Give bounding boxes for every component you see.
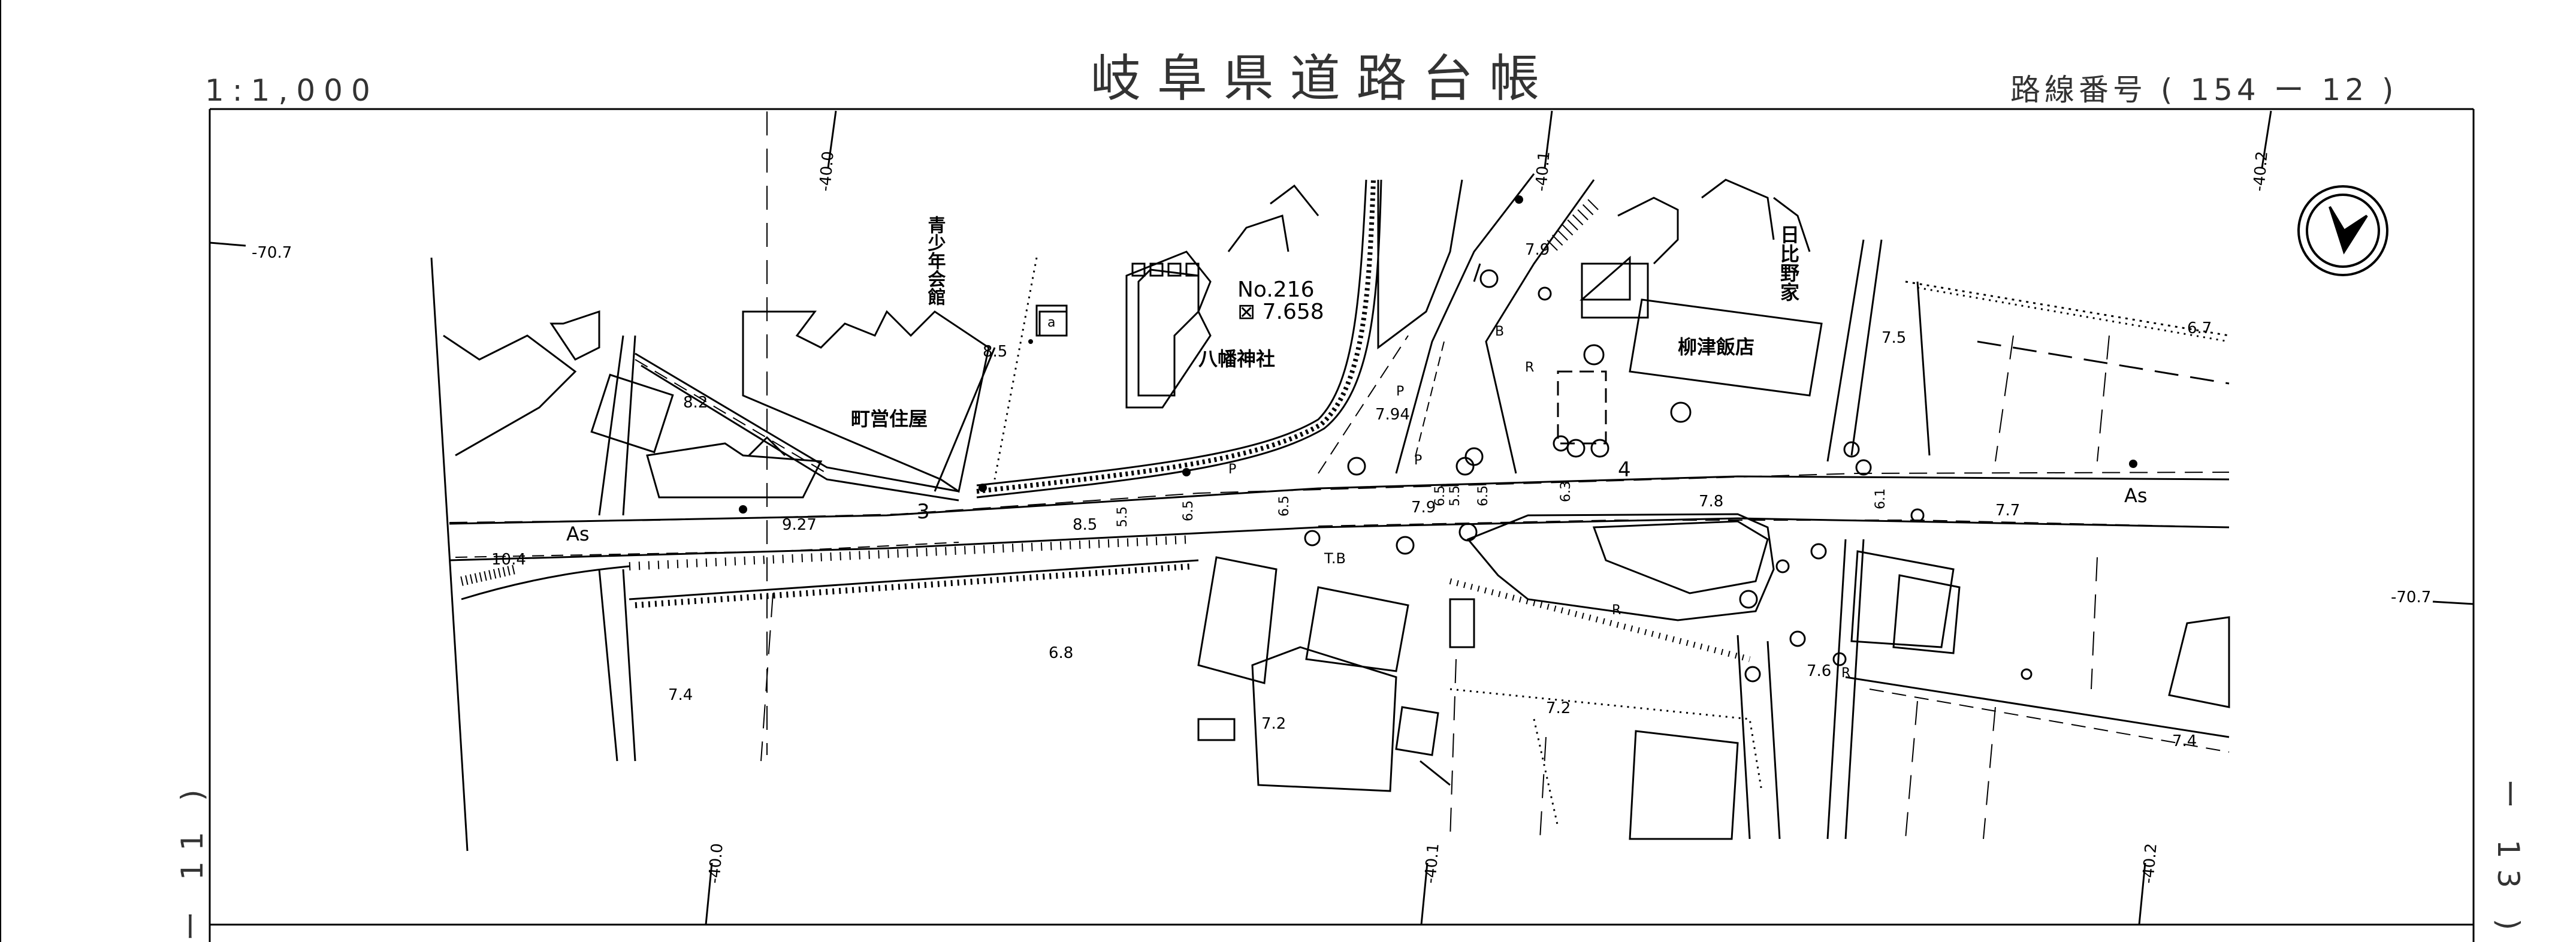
svg-text:7.7: 7.7 bbox=[1995, 502, 2020, 520]
svg-text:10.4: 10.4 bbox=[491, 551, 526, 569]
svg-text:7.6: 7.6 bbox=[1807, 662, 1831, 680]
right-roads bbox=[1737, 239, 2230, 840]
map-glyphs: a bbox=[1035, 263, 1692, 423]
north-road bbox=[1318, 173, 1595, 474]
adjacent-sheet-left: ー 11 ) bbox=[175, 779, 210, 941]
left-roads bbox=[430, 257, 1199, 852]
embankment bbox=[976, 179, 1382, 499]
symbol-labels: P P P R R R B bbox=[1228, 324, 1850, 681]
benchmark-elevation: ⊠ 7.658 bbox=[1237, 300, 1324, 324]
svg-text:7.94: 7.94 bbox=[1375, 406, 1410, 424]
svg-text:7.2: 7.2 bbox=[1546, 699, 1571, 717]
svg-text:R: R bbox=[1525, 360, 1534, 375]
route-number: 路線番号 ( 154 ー 12 ) bbox=[2010, 73, 2398, 107]
slope-hatching bbox=[460, 198, 1751, 662]
elevation-labels: 10.4 9.27 8.5 8.2 8.5 7.94 7.9 7.9 7.8 7… bbox=[491, 241, 2212, 750]
grid-ticks bbox=[209, 110, 2474, 925]
svg-text:7.4: 7.4 bbox=[668, 686, 693, 704]
svg-text:6.5: 6.5 bbox=[1433, 485, 1448, 506]
grid-label-top-1: -40.0 bbox=[816, 150, 838, 192]
dotted-boundaries bbox=[993, 257, 2230, 828]
svg-text:B: B bbox=[1495, 324, 1504, 339]
svg-text:8.5: 8.5 bbox=[983, 343, 1007, 361]
svg-text:7.5: 7.5 bbox=[1882, 329, 1906, 347]
svg-text:6.5: 6.5 bbox=[1277, 496, 1292, 517]
svg-text:R: R bbox=[1612, 603, 1621, 618]
svg-text:6.7: 6.7 bbox=[2187, 319, 2212, 337]
svg-text:7.8: 7.8 bbox=[1699, 493, 1723, 511]
station-4: 4 bbox=[1618, 458, 1631, 482]
svg-text:5.5: 5.5 bbox=[1448, 485, 1463, 506]
label-tb: T.B bbox=[1324, 550, 1346, 567]
label-restaurant: 柳津飯店 bbox=[1678, 336, 1754, 358]
svg-text:8.2: 8.2 bbox=[683, 394, 708, 412]
svg-text:R: R bbox=[1841, 666, 1850, 681]
grid-label-left: -70.7 bbox=[252, 244, 292, 262]
label-hibino: 日比野家 bbox=[1777, 225, 1800, 301]
svg-text:7.2: 7.2 bbox=[1261, 715, 1286, 733]
main-road bbox=[449, 472, 2230, 621]
label-town-housing: 町営住屋 bbox=[851, 407, 928, 430]
map-labels: 青少年会館 町営住屋 八幡神社 柳津飯店 日比野家 No.216 ⊠ 7.658… bbox=[491, 216, 2212, 750]
benchmark-number: No.216 bbox=[1237, 277, 1314, 302]
grid-label-top-2: -40.1 bbox=[1532, 150, 1554, 192]
sheet-frame bbox=[0, 0, 2475, 942]
width-labels: 5.5 6.5 6.5 6.5 6.3 6.1 6.5 5.5 bbox=[1115, 481, 1888, 527]
road-surface-left: As bbox=[566, 523, 590, 545]
grid-label-right: -70.7 bbox=[2391, 588, 2431, 606]
svg-text:P: P bbox=[1396, 384, 1404, 399]
svg-text:P: P bbox=[1414, 453, 1422, 468]
svg-text:6.8: 6.8 bbox=[1049, 644, 1073, 662]
grid-label-bottom-3: -40.2 bbox=[2139, 843, 2161, 884]
grid-labels: -40.0 -40.1 -40.2 -40.0 -40.1 -40.2 -70.… bbox=[252, 150, 2431, 884]
buildings bbox=[443, 179, 2230, 840]
svg-text:7.4: 7.4 bbox=[2172, 732, 2197, 750]
svg-text:7.9: 7.9 bbox=[1411, 499, 1436, 517]
svg-text:P: P bbox=[1228, 462, 1236, 477]
north-arrow bbox=[2297, 185, 2388, 276]
grid-label-bottom-1: -40.0 bbox=[705, 843, 727, 884]
grid-label-bottom-2: -40.1 bbox=[1421, 843, 1443, 884]
label-youth-hall: 青少年会館 bbox=[925, 216, 946, 306]
map-scale: 1:1,000 bbox=[205, 73, 379, 108]
svg-text:6.1: 6.1 bbox=[1873, 488, 1888, 509]
street-symbols bbox=[1304, 269, 2033, 683]
svg-text:a: a bbox=[1047, 315, 1055, 330]
parcel-lines bbox=[760, 109, 2110, 840]
svg-text:7.9: 7.9 bbox=[1525, 241, 1550, 259]
grid-label-top-3: -40.2 bbox=[2250, 150, 2272, 192]
adjacent-sheet-right: ー 13 ) bbox=[2491, 779, 2526, 941]
sheet-title: 岐阜県道路台帳 bbox=[1091, 49, 1556, 108]
poles bbox=[739, 195, 2137, 514]
svg-text:8.5: 8.5 bbox=[1073, 516, 1097, 534]
svg-text:6.5: 6.5 bbox=[1476, 485, 1491, 506]
label-shrine: 八幡神社 bbox=[1198, 348, 1275, 370]
station-3: 3 bbox=[917, 500, 930, 524]
svg-text:5.5: 5.5 bbox=[1115, 506, 1130, 527]
svg-text:6.5: 6.5 bbox=[1181, 500, 1196, 521]
svg-text:6.3: 6.3 bbox=[1559, 481, 1574, 502]
svg-text:9.27: 9.27 bbox=[782, 516, 817, 534]
road-surface-right: As bbox=[2124, 484, 2148, 507]
